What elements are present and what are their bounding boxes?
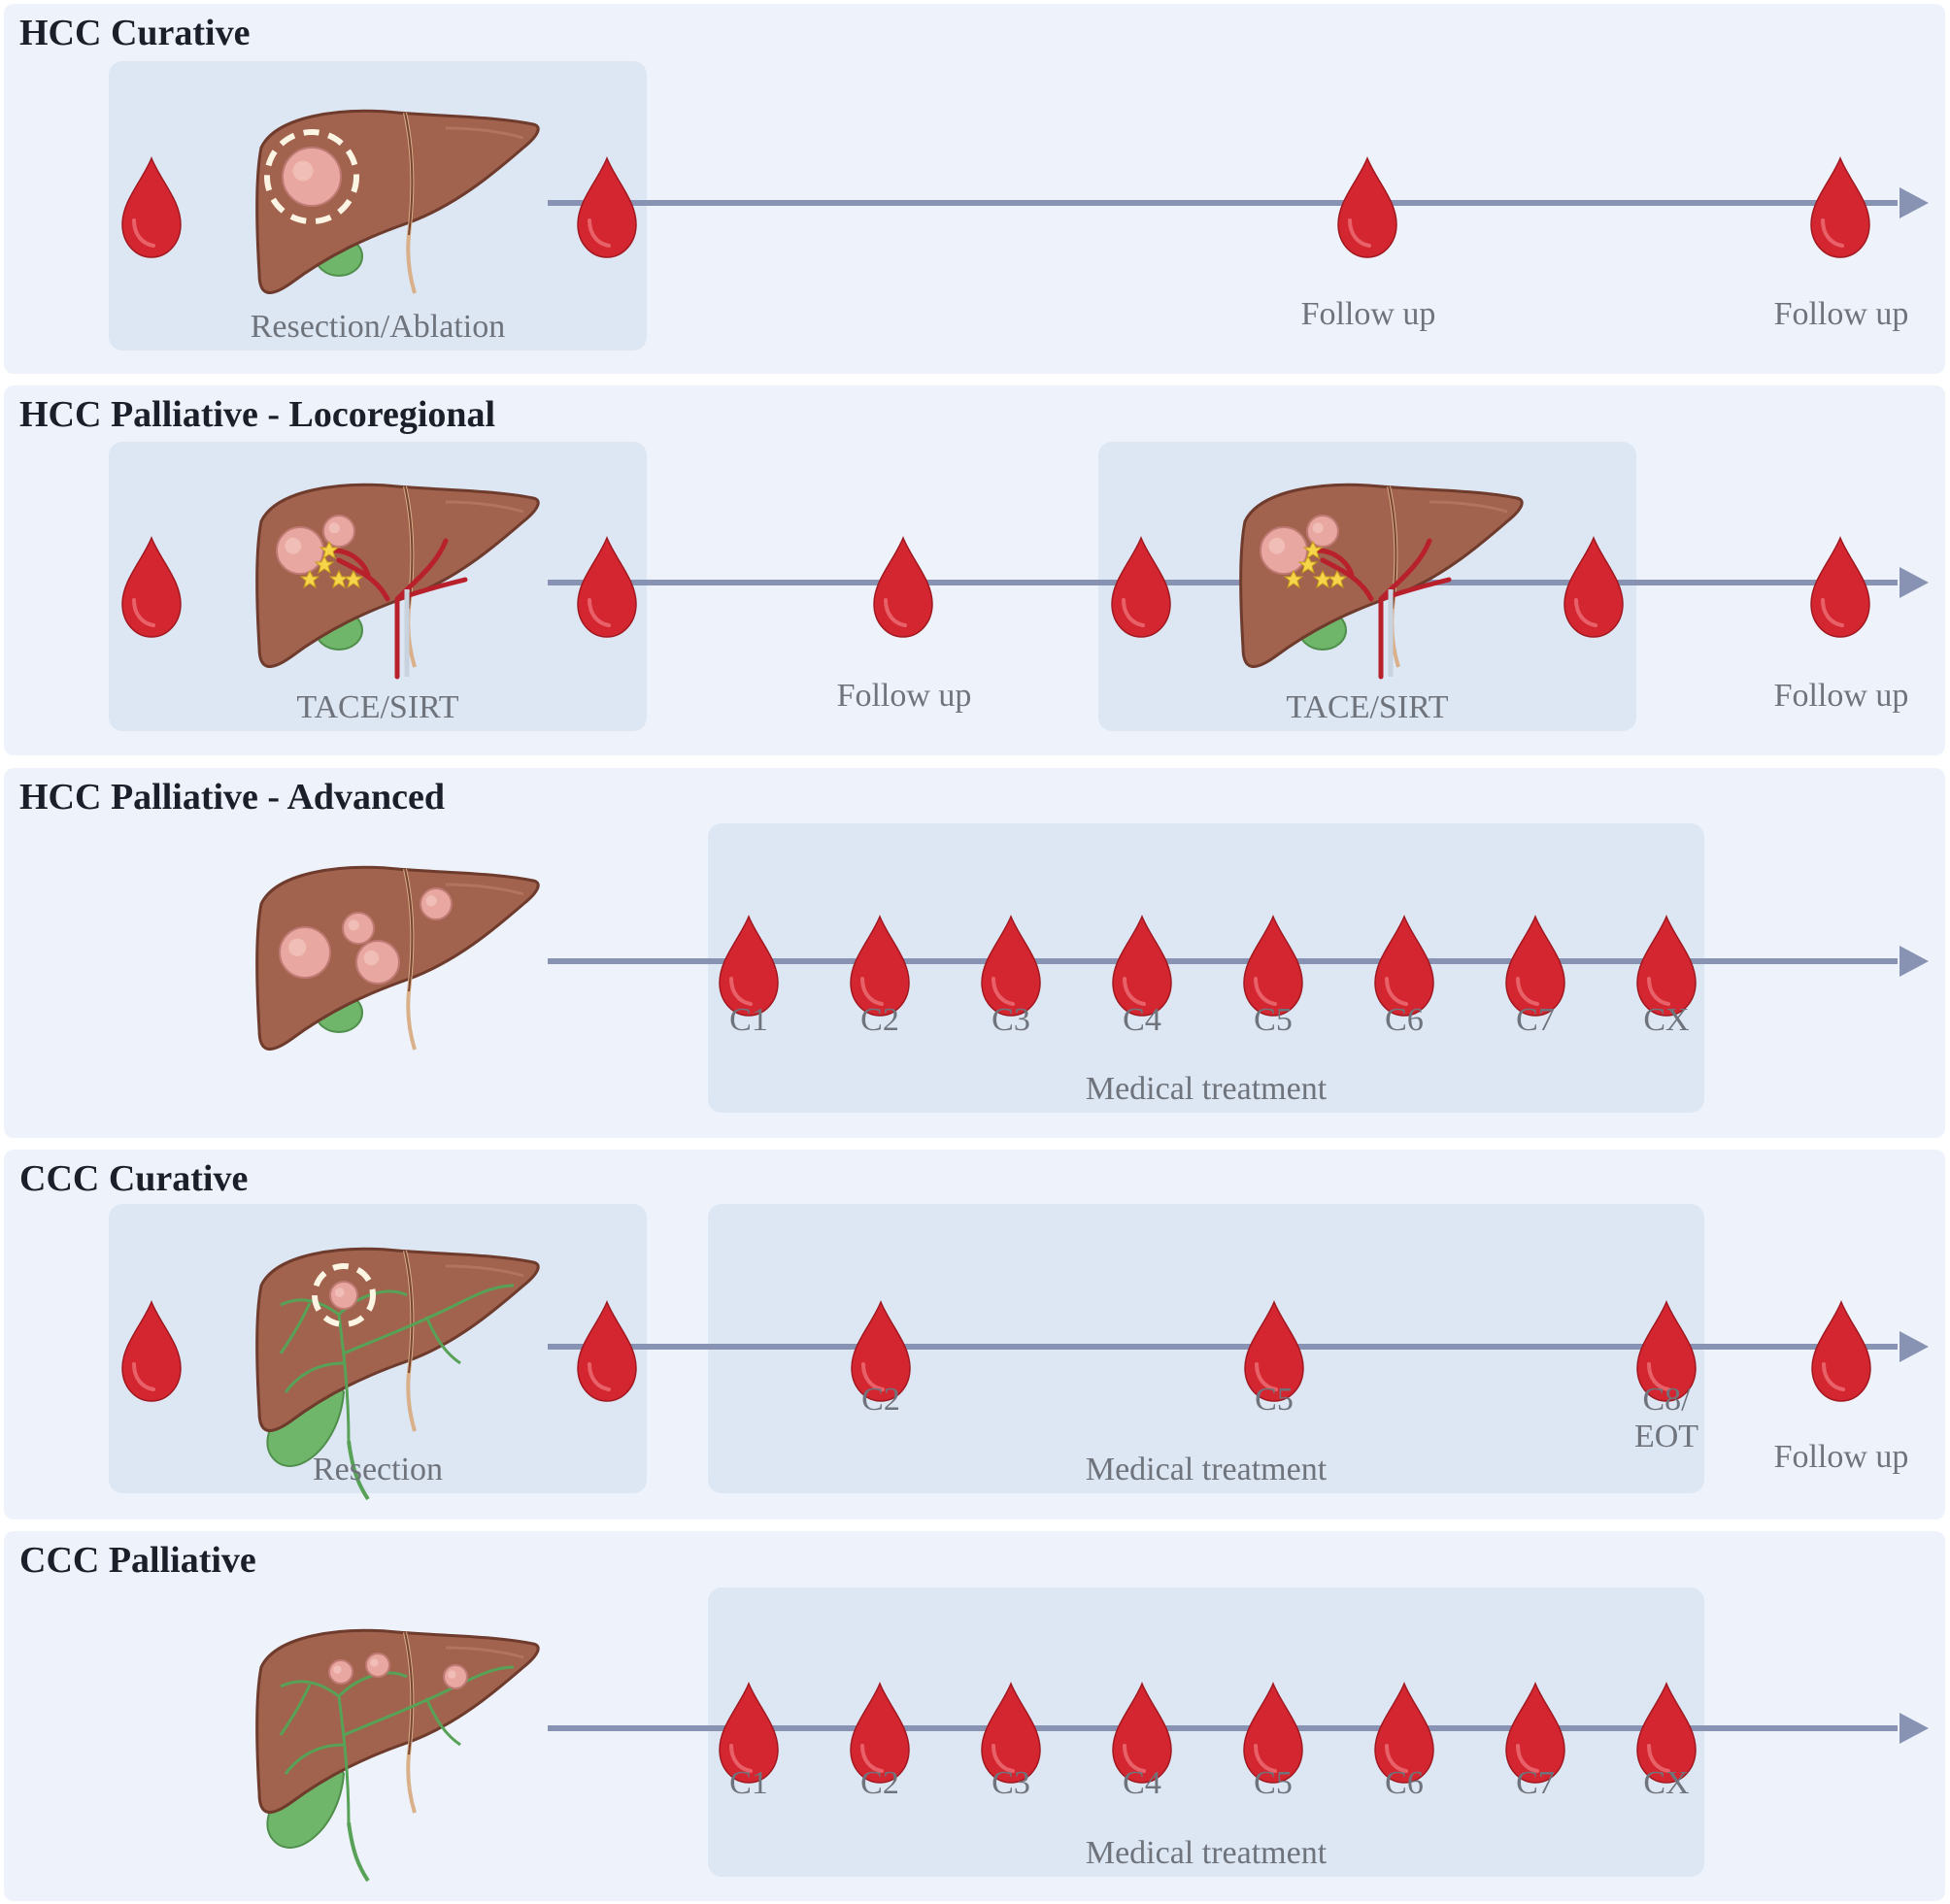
blood-drop-icon — [1636, 915, 1697, 1017]
cycle-label: C2 — [861, 1382, 900, 1418]
cycle-label: C5 — [1255, 1382, 1294, 1418]
blood-drop-icon — [850, 915, 910, 1017]
cycle-label: C6 — [1385, 1002, 1424, 1038]
cycle-label: CX — [1643, 1002, 1689, 1038]
liver-icon — [255, 1247, 540, 1501]
timeline-scene: Resection/Ablation Follow up Follow up — [27, 61, 1929, 351]
timeline-scene: TACE/SIRT TACE/SIRT Follow up Follow up — [27, 442, 1929, 731]
blood-drop-icon — [1112, 915, 1172, 1017]
blood-drop-icon — [1243, 1682, 1303, 1784]
blood-drop-icon — [1563, 536, 1624, 638]
panel-title: HCC Palliative - Advanced — [19, 777, 446, 818]
cycle-label: C3 — [992, 1765, 1030, 1801]
blood-drop-icon — [850, 1682, 910, 1784]
panel-title: HCC Curative — [19, 13, 251, 53]
blood-drop-icon — [1636, 1300, 1697, 1402]
blood-drop-icon — [121, 156, 182, 258]
stage-box — [708, 1587, 1704, 1877]
arrow-head-icon — [1900, 187, 1929, 218]
blood-drop-icon — [1636, 1682, 1697, 1784]
panel-title: HCC Palliative - Locoregional — [19, 394, 496, 435]
cycle-label: C2 — [860, 1002, 899, 1038]
blood-drop-icon — [121, 1300, 182, 1402]
follow-up-label: Follow up — [1301, 296, 1436, 332]
blood-drop-icon — [1337, 156, 1397, 258]
timeline-scene: C2 C5 C8/EOT Resection Medical treatment Foll… — [27, 1204, 1929, 1501]
cycle-label: C7 — [1516, 1002, 1555, 1038]
blood-drop-icon — [121, 536, 182, 638]
cycle-label: C1 — [729, 1765, 768, 1801]
cycle-label: C5 — [1254, 1765, 1293, 1801]
blood-drop-icon — [1811, 1300, 1871, 1402]
blood-drop-icon — [719, 1682, 779, 1784]
liver-icon — [255, 109, 540, 294]
stage-label: Medical treatment — [1086, 1071, 1328, 1107]
blood-drop-icon — [1243, 915, 1303, 1017]
stage-label: Medical treatment — [1086, 1452, 1328, 1487]
blood-drop-icon — [851, 1300, 911, 1402]
blood-drop-icon — [873, 536, 933, 638]
blood-drop-icon — [1244, 1300, 1304, 1402]
blood-drop-icon — [1505, 1682, 1565, 1784]
stage-label: Medical treatment — [1086, 1835, 1328, 1871]
stage-label: TACE/SIRT — [1286, 689, 1448, 725]
blood-drop-icon — [1810, 156, 1870, 258]
cycle-label: C5 — [1254, 1002, 1293, 1038]
blood-drop-icon — [981, 915, 1041, 1017]
blood-drop-icon — [1374, 915, 1434, 1017]
cycle-label: C8/ — [1642, 1382, 1691, 1418]
stage-label: Resection — [313, 1452, 443, 1487]
cycle-label: C1 — [729, 1002, 768, 1038]
liver-icon — [255, 483, 540, 680]
cycle-label: C4 — [1123, 1002, 1161, 1038]
timeline-scene: C1 C2 C3 C4 C5 C6 C7 CX Medical treatment — [27, 823, 1929, 1113]
arrow-head-icon — [1900, 1331, 1929, 1362]
stage-label: TACE/SIRT — [296, 689, 458, 725]
end-of-treatment-label: EOT — [1634, 1419, 1698, 1454]
panel-title: CCC Palliative — [19, 1540, 256, 1581]
follow-up-label: Follow up — [1774, 1439, 1909, 1475]
blood-drop-icon — [1374, 1682, 1434, 1784]
blood-drop-icon — [1111, 536, 1171, 638]
follow-up-label: Follow up — [1774, 678, 1909, 714]
blood-drop-icon — [981, 1682, 1041, 1784]
stage-label: Resection/Ablation — [251, 309, 506, 345]
panel-title: CCC Curative — [19, 1158, 249, 1199]
cycle-label: C2 — [860, 1765, 899, 1801]
cycle-label: C6 — [1385, 1765, 1424, 1801]
blood-drop-icon — [1112, 1682, 1172, 1784]
liver-icon — [255, 1628, 540, 1883]
cycle-label: C7 — [1516, 1765, 1555, 1801]
cycle-label: C3 — [992, 1002, 1030, 1038]
stage-box — [708, 823, 1704, 1113]
blood-drop-icon — [577, 156, 637, 258]
follow-up-label: Follow up — [1774, 296, 1909, 332]
arrow-head-icon — [1900, 946, 1929, 977]
liver-icon — [1239, 483, 1524, 680]
arrow-head-icon — [1900, 1713, 1929, 1744]
blood-drop-icon — [719, 915, 779, 1017]
blood-drop-icon — [1810, 536, 1870, 638]
arrow-head-icon — [1900, 567, 1929, 598]
timeline-scene: C1 C2 C3 C4 C5 C6 C7 CX Medical treatment — [27, 1587, 1929, 1883]
blood-drop-icon — [577, 1300, 637, 1402]
blood-drop-icon — [1505, 915, 1565, 1017]
liver-icon — [255, 865, 540, 1051]
cycle-label: CX — [1643, 1765, 1689, 1801]
blood-drop-icon — [577, 536, 637, 638]
follow-up-label: Follow up — [837, 678, 972, 714]
cycle-label: C4 — [1123, 1765, 1161, 1801]
